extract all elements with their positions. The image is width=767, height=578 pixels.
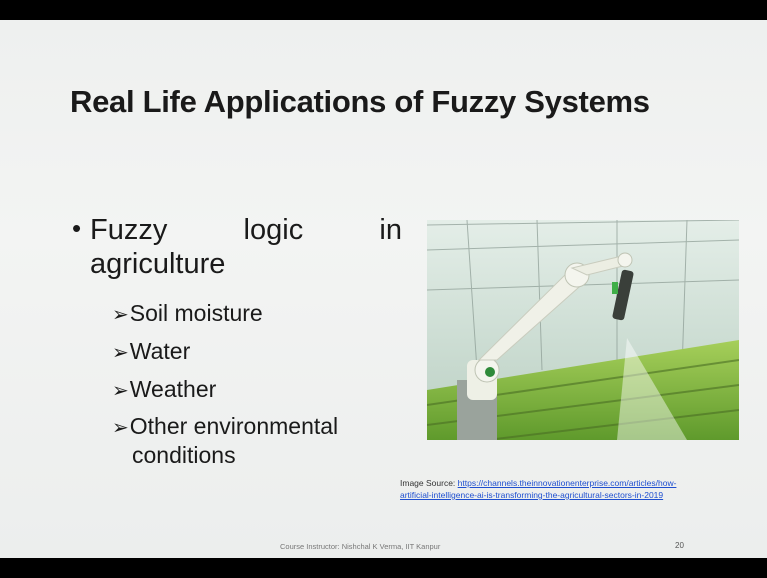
arrow-bullet-icon: ➢ bbox=[112, 304, 129, 326]
slide: Real Life Applications of Fuzzy Systems … bbox=[0, 20, 767, 558]
sub-item-weather: ➢Weather bbox=[112, 376, 217, 402]
bullet-line-2: agriculture bbox=[90, 248, 226, 280]
sub-item-conditions: conditions bbox=[132, 442, 236, 468]
arrow-bullet-icon: ➢ bbox=[112, 380, 129, 402]
arrow-bullet-icon: ➢ bbox=[112, 342, 129, 364]
bullet-marker: • bbox=[72, 213, 82, 243]
image-source-label: Image Source: bbox=[400, 478, 456, 488]
bullet-word-3: in bbox=[379, 214, 402, 246]
sub-item-other-environmental: ➢Other environmental bbox=[112, 413, 339, 439]
page-number: 20 bbox=[675, 541, 684, 550]
bullet-word-2: logic bbox=[243, 214, 304, 246]
bullet-line-1: Fuzzy logic in bbox=[90, 213, 402, 247]
image-source-caption: Image Source: https://channels.theinnova… bbox=[400, 477, 760, 501]
image-source-link-continued[interactable]: artificial-intelligence-ai-is-transformi… bbox=[400, 490, 664, 500]
sub-item-soil-moisture: ➢Soil moisture bbox=[112, 300, 263, 326]
agriculture-robot-image bbox=[427, 220, 739, 440]
image-source-link[interactable]: https://channels.theinnovationenterprise… bbox=[457, 478, 677, 488]
slide-title: Real Life Applications of Fuzzy Systems bbox=[70, 84, 650, 119]
arrow-bullet-icon: ➢ bbox=[112, 417, 129, 439]
sub-item-water: ➢Water bbox=[112, 338, 191, 364]
bullet-word-1: Fuzzy bbox=[90, 214, 168, 246]
footer-instructor: Course Instructor: Nishchal K Verma, IIT… bbox=[280, 542, 441, 551]
